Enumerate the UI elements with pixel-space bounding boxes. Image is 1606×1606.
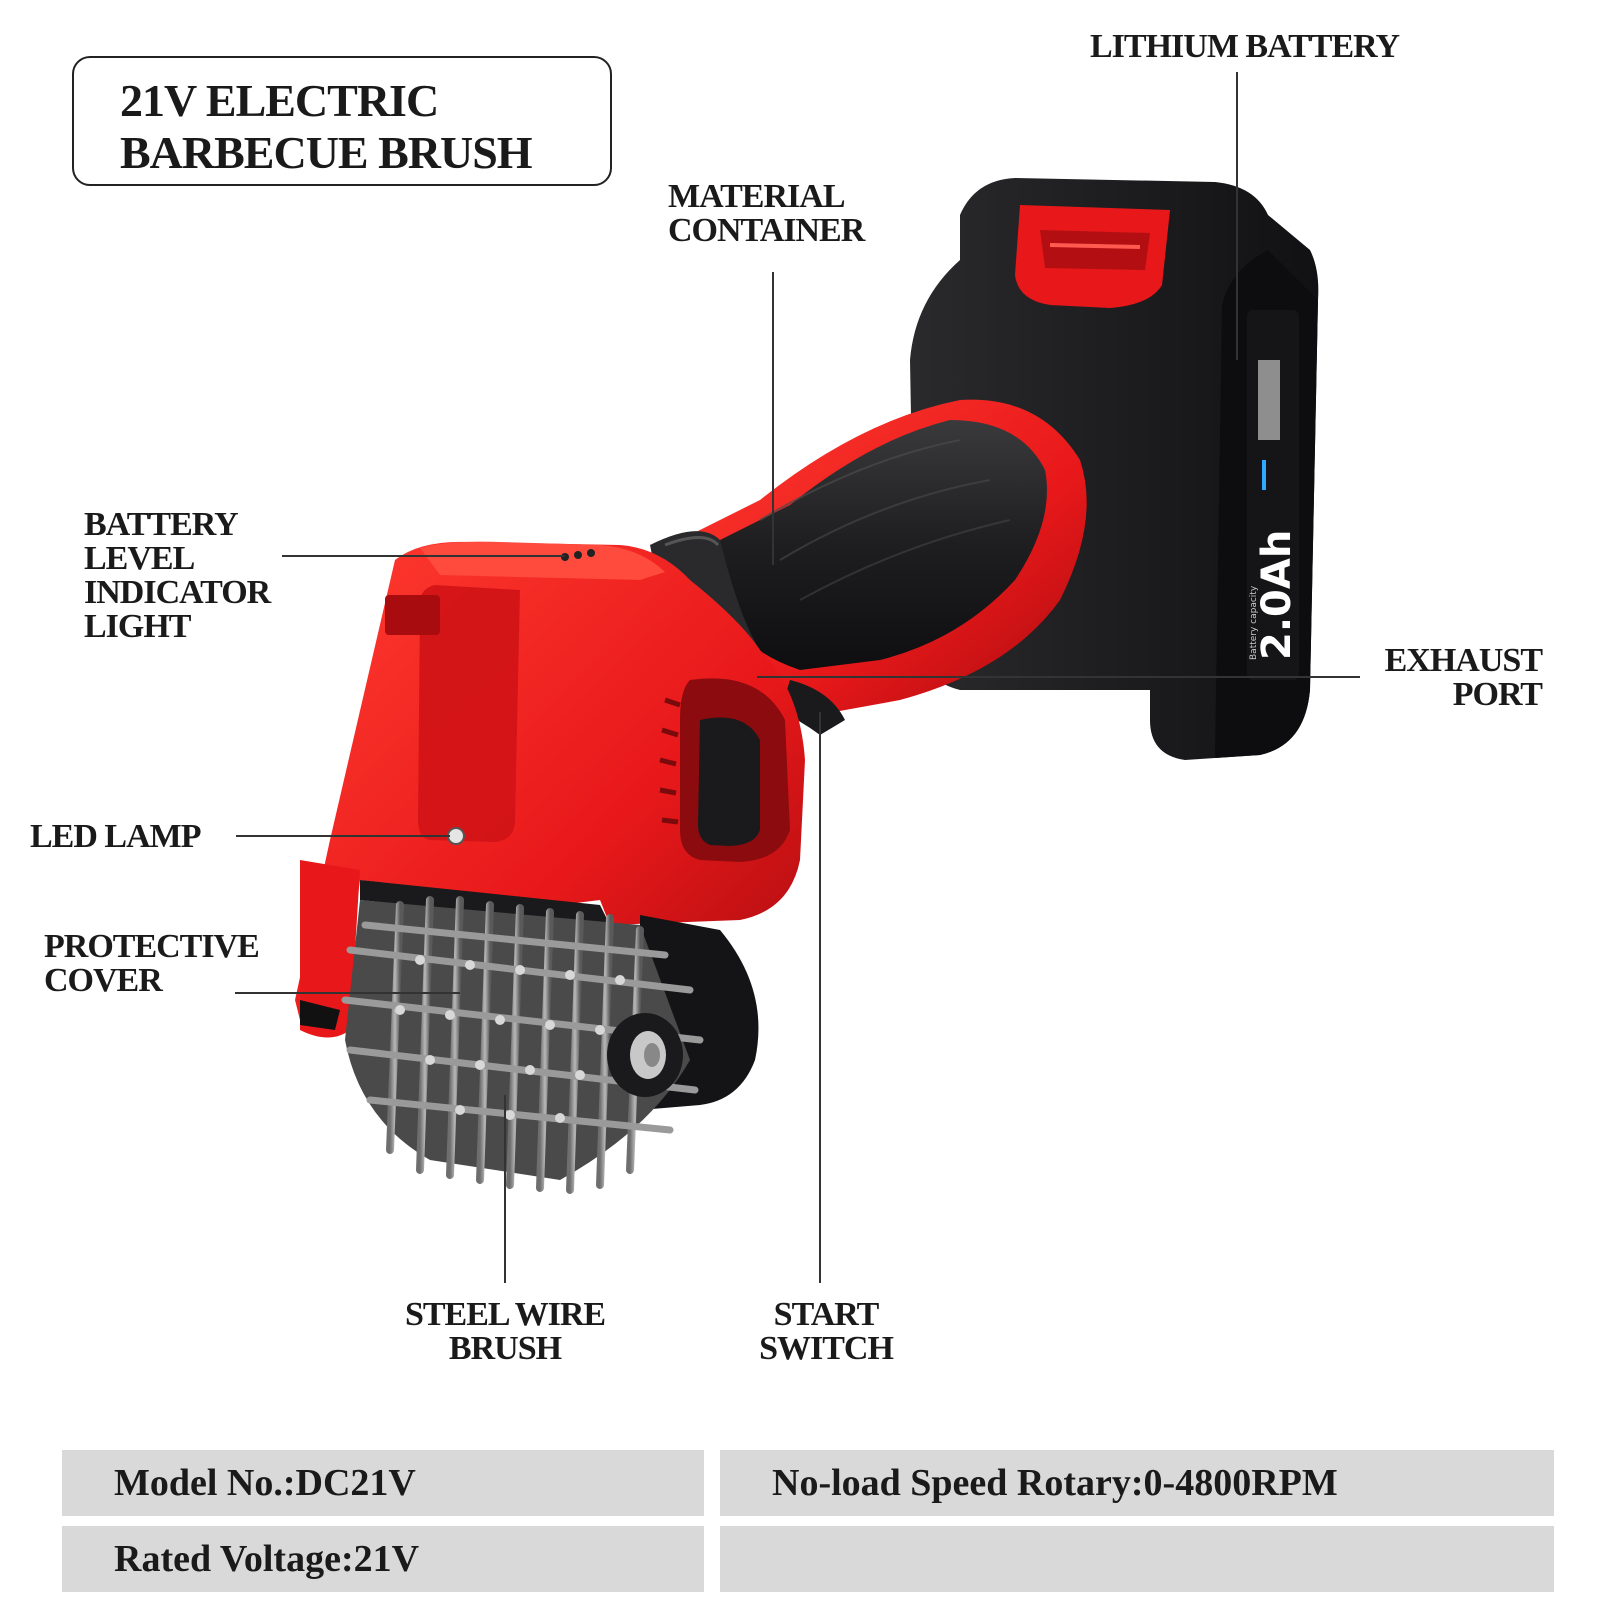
- battery-small-text: Battery capacity: [1249, 585, 1259, 660]
- label-exhaust-port-line-2: PORT: [1452, 676, 1543, 713]
- label-battery-level-indicator: BATTERY LEVEL INDICATOR LIGHT: [84, 506, 271, 645]
- spec-speed: No-load Speed Rotary:0-4800RPM: [720, 1450, 1554, 1516]
- label-battery-level-line-4: LIGHT: [84, 608, 191, 645]
- label-start-switch-line-2: SWITCH: [759, 1330, 894, 1367]
- title-line-2: BARBECUE BRUSH: [120, 127, 533, 178]
- label-steel-wire-brush-line-2: BRUSH: [448, 1330, 562, 1367]
- head-housing: [295, 541, 805, 1038]
- handle-grip: [650, 399, 1087, 735]
- callout-lines: [235, 72, 1360, 1283]
- label-protective-cover-line-2: COVER: [44, 962, 163, 999]
- label-steel-wire-brush-line-1: STEEL WIRE: [404, 1296, 606, 1333]
- label-lithium-battery: LITHIUM BATTERY: [1090, 28, 1400, 65]
- label-start-switch: START SWITCH: [746, 1298, 906, 1366]
- label-battery-level-line-2: LEVEL: [84, 540, 195, 577]
- label-protective-cover-line-1: PROTECTIVE: [44, 928, 260, 965]
- label-start-switch-line-1: START: [773, 1296, 880, 1333]
- label-battery-level-line-1: BATTERY: [84, 506, 239, 543]
- spec-empty: [720, 1526, 1554, 1592]
- spec-voltage: Rated Voltage:21V: [62, 1526, 704, 1592]
- battery-capacity-label: 2.0Ah Battery capacity: [1249, 530, 1300, 660]
- label-material-container-line-1: MATERIAL: [668, 178, 846, 215]
- label-exhaust-port-line-1: EXHAUST: [1384, 642, 1543, 679]
- label-steel-wire-brush: STEEL WIRE BRUSH: [378, 1298, 632, 1366]
- title-box: 21V ELECTRIC BARBECUE BRUSH: [72, 56, 612, 186]
- steel-wire-brush: [341, 896, 704, 1194]
- battery-capacity-text: 2.0Ah: [1254, 530, 1300, 660]
- spec-model: Model No.:DC21V: [62, 1450, 704, 1516]
- label-exhaust-port: EXHAUST PORT: [1360, 642, 1543, 713]
- label-led-lamp: LED LAMP: [30, 820, 201, 854]
- label-led-lamp-line-1: LED LAMP: [30, 818, 201, 855]
- label-material-container-line-2: CONTAINER: [668, 212, 865, 249]
- title-line-1: 21V ELECTRIC: [120, 75, 439, 126]
- label-material-container: MATERIAL CONTAINER: [668, 178, 865, 249]
- label-protective-cover: PROTECTIVE COVER: [44, 928, 260, 999]
- label-battery-level-line-3: INDICATOR: [84, 574, 271, 611]
- label-lithium-battery-line-1: LITHIUM BATTERY: [1090, 28, 1400, 65]
